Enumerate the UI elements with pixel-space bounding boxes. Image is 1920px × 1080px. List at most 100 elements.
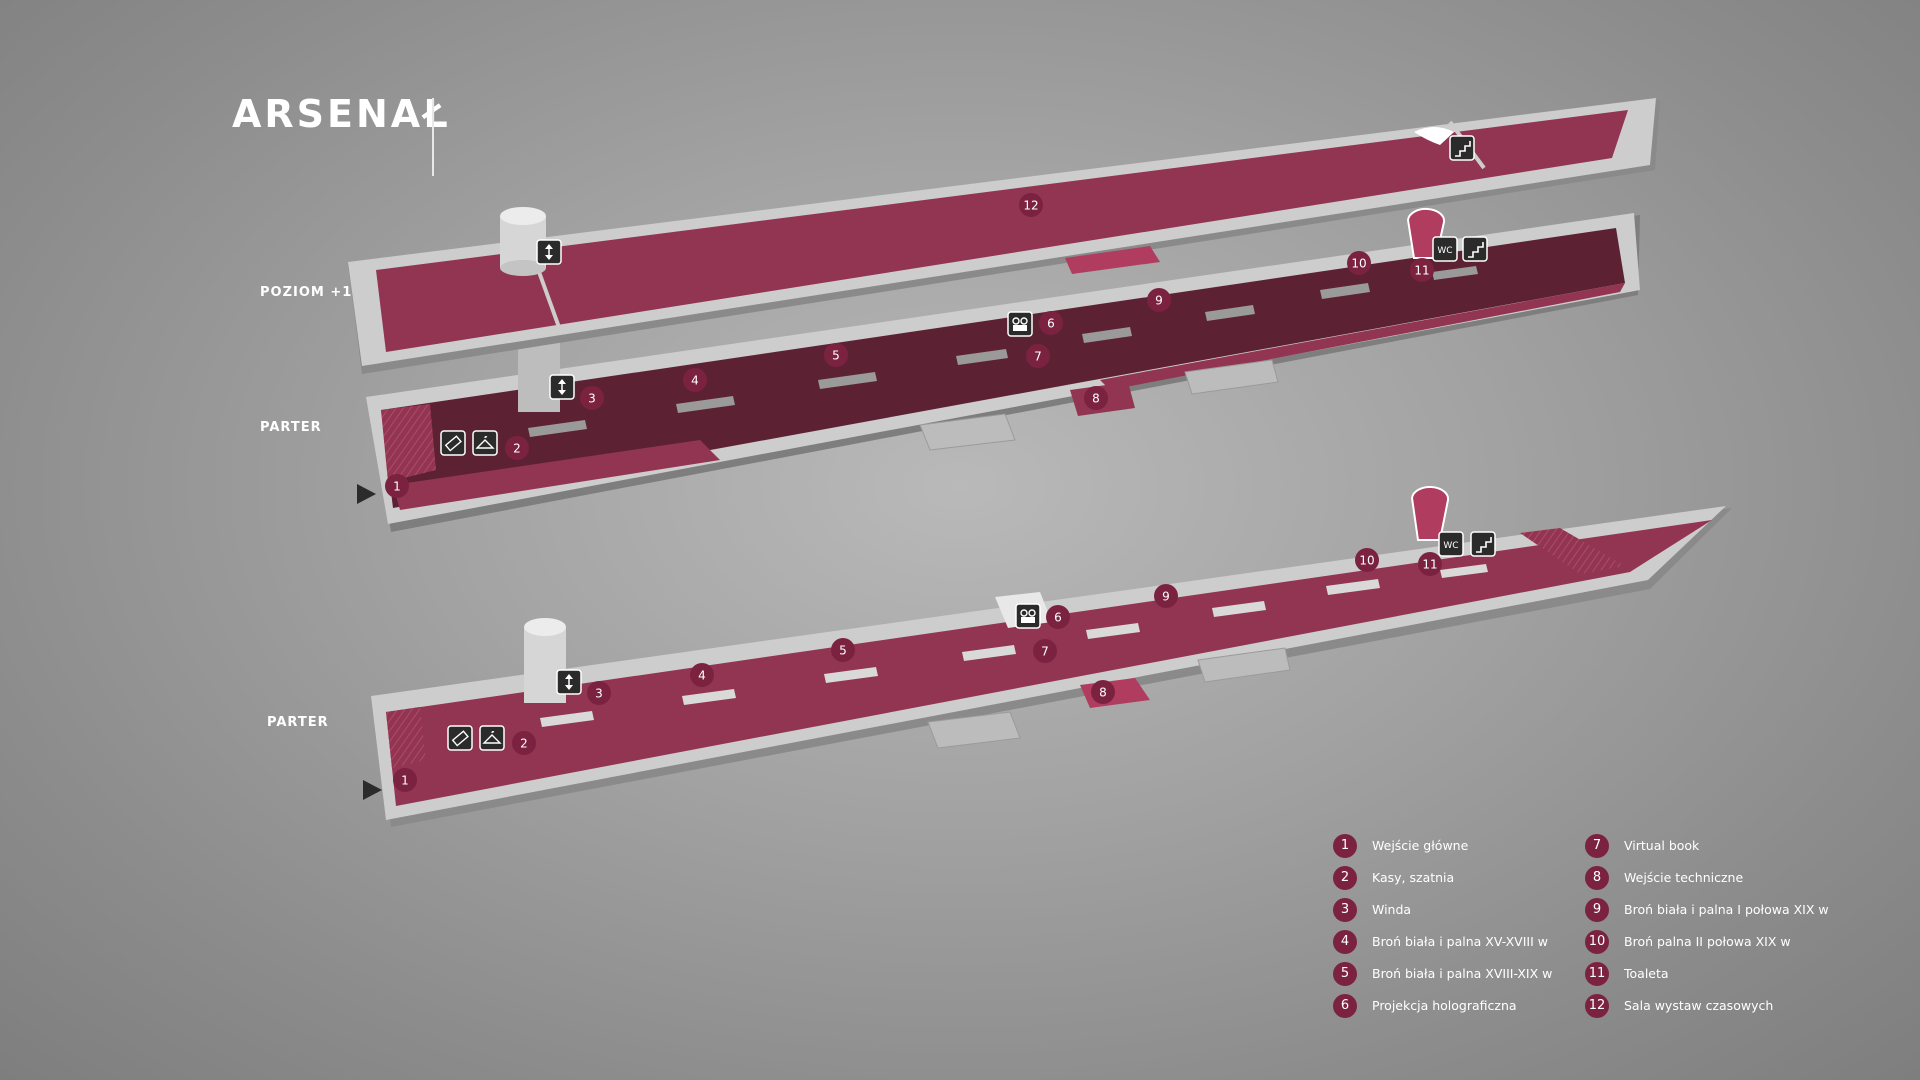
map-marker-lower-3[interactable]: 3 <box>587 681 611 705</box>
map-marker-lower-9[interactable]: 9 <box>1154 584 1178 608</box>
floor-label-lower[interactable]: PARTER <box>267 715 329 730</box>
map-marker-number: 6 <box>1054 611 1062 625</box>
legend-label: Projekcja holograficzna <box>1372 998 1517 1013</box>
map-marker-lower-7[interactable]: 7 <box>1033 639 1057 663</box>
legend-number: 8 <box>1585 866 1609 890</box>
stairs-icon[interactable] <box>1449 135 1475 161</box>
map-marker-lower-1[interactable]: 1 <box>393 768 417 792</box>
map-marker-number: 7 <box>1034 350 1042 364</box>
map-marker-lower-10[interactable]: 10 <box>1355 548 1379 572</box>
map-marker-number: 9 <box>1155 294 1163 308</box>
map-marker-middle-11[interactable]: 11 <box>1410 258 1434 282</box>
map-marker-number: 1 <box>401 774 409 788</box>
map-marker-lower-11[interactable]: 11 <box>1418 552 1442 576</box>
title-divider <box>432 98 434 176</box>
wc-label: WC <box>1443 541 1458 551</box>
floor-middle[interactable] <box>366 207 1640 532</box>
ticket-icon[interactable] <box>440 430 466 456</box>
legend-label: Toaleta <box>1624 966 1669 981</box>
map-marker-number: 4 <box>691 374 699 388</box>
map-marker-number: 5 <box>832 349 840 363</box>
wc-label: WC <box>1437 246 1452 256</box>
map-marker-number: 6 <box>1047 317 1055 331</box>
map-marker-number: 10 <box>1359 554 1374 568</box>
map-marker-number: 11 <box>1422 558 1437 572</box>
legend-number: 3 <box>1333 898 1357 922</box>
legend-label: Broń biała i palna XV-XVIII w <box>1372 934 1548 949</box>
wc-icon[interactable]: WC <box>1438 531 1464 557</box>
legend-number: 10 <box>1585 930 1609 954</box>
map-marker-number: 2 <box>513 442 521 456</box>
map-marker-middle-2[interactable]: 2 <box>505 436 529 460</box>
markers-middle: 1 2 3 4 5 6 7 8 9 10 11 <box>385 251 1434 498</box>
map-marker-lower-2[interactable]: 2 <box>512 731 536 755</box>
legend-number: 11 <box>1585 962 1609 986</box>
legend-label: Winda <box>1372 902 1412 917</box>
legend-number: 6 <box>1333 994 1357 1018</box>
map-marker-lower-8[interactable]: 8 <box>1091 680 1115 704</box>
legend-number: 1 <box>1333 834 1357 858</box>
map-marker-middle-7[interactable]: 7 <box>1026 344 1050 368</box>
map-marker-upper-12[interactable]: 12 <box>1019 193 1043 217</box>
floor-upper[interactable] <box>348 98 1660 374</box>
map-marker-number: 2 <box>520 737 528 751</box>
map-marker-middle-10[interactable]: 10 <box>1347 251 1371 275</box>
floor-label-upper[interactable]: POZIOM +1 <box>260 285 353 300</box>
map-marker-lower-4[interactable]: 4 <box>690 663 714 687</box>
markers-upper: 12 <box>1019 193 1043 217</box>
legend-number: 2 <box>1333 866 1357 890</box>
legend-number: 9 <box>1585 898 1609 922</box>
entrance-arrow-icon <box>363 780 382 800</box>
spiral-stairs <box>1410 485 1450 541</box>
legend-number: 12 <box>1585 994 1609 1018</box>
map-marker-number: 8 <box>1099 686 1107 700</box>
page-title: ARSENAŁ <box>232 92 451 136</box>
map-marker-middle-6[interactable]: 6 <box>1039 311 1063 335</box>
map-marker-number: 7 <box>1041 645 1049 659</box>
camera-icon[interactable] <box>1007 311 1033 337</box>
legend-label: Wejście główne <box>1372 838 1469 853</box>
floor-label-middle[interactable]: PARTER <box>260 420 322 435</box>
floor-lower[interactable] <box>371 485 1732 827</box>
map-marker-middle-9[interactable]: 9 <box>1147 288 1171 312</box>
legend-label: Broń biała i palna XVIII-XIX w <box>1372 966 1553 981</box>
map-marker-number: 10 <box>1351 257 1366 271</box>
map-marker-number: 12 <box>1023 199 1038 213</box>
legend-label: Kasy, szatnia <box>1372 870 1455 885</box>
markers-lower: 1 2 3 4 5 6 7 8 9 10 11 <box>393 548 1442 792</box>
wc-icon[interactable]: WC <box>1432 236 1458 262</box>
legend-number: 4 <box>1333 930 1357 954</box>
map-marker-middle-3[interactable]: 3 <box>580 386 604 410</box>
map-marker-number: 1 <box>393 480 401 494</box>
stairs-icon[interactable] <box>1462 236 1488 262</box>
elevator-icon[interactable] <box>536 239 562 265</box>
stairs-icon[interactable] <box>1470 531 1496 557</box>
map-marker-middle-5[interactable]: 5 <box>824 343 848 367</box>
camera-icon[interactable] <box>1015 603 1041 629</box>
hanger-icon[interactable] <box>479 725 505 751</box>
ticket-icon[interactable] <box>447 725 473 751</box>
map-marker-number: 3 <box>588 392 596 406</box>
legend-number: 7 <box>1585 834 1609 858</box>
map-marker-middle-1[interactable]: 1 <box>385 474 409 498</box>
legend-label: Sala wystaw czasowych <box>1624 998 1774 1013</box>
map-marker-middle-8[interactable]: 8 <box>1084 386 1108 410</box>
map-marker-middle-4[interactable]: 4 <box>683 368 707 392</box>
map-marker-number: 5 <box>839 644 847 658</box>
legend-label: Wejście techniczne <box>1624 870 1744 885</box>
legend-number: 5 <box>1333 962 1357 986</box>
elevator-icon[interactable] <box>549 374 575 400</box>
map-marker-number: 9 <box>1162 590 1170 604</box>
legend-label: Virtual book <box>1624 838 1700 853</box>
map-marker-number: 4 <box>698 669 706 683</box>
legend-label: Broń palna II połowa XIX w <box>1624 934 1791 949</box>
entrance-arrow-icon <box>357 484 376 504</box>
map-marker-lower-6[interactable]: 6 <box>1046 605 1070 629</box>
map-marker-number: 11 <box>1414 264 1429 278</box>
map-marker-lower-5[interactable]: 5 <box>831 638 855 662</box>
legend-label: Broń biała i palna I połowa XIX w <box>1624 902 1829 917</box>
map-marker-number: 3 <box>595 687 603 701</box>
hanger-icon[interactable] <box>472 430 498 456</box>
elevator-icon[interactable] <box>556 669 582 695</box>
